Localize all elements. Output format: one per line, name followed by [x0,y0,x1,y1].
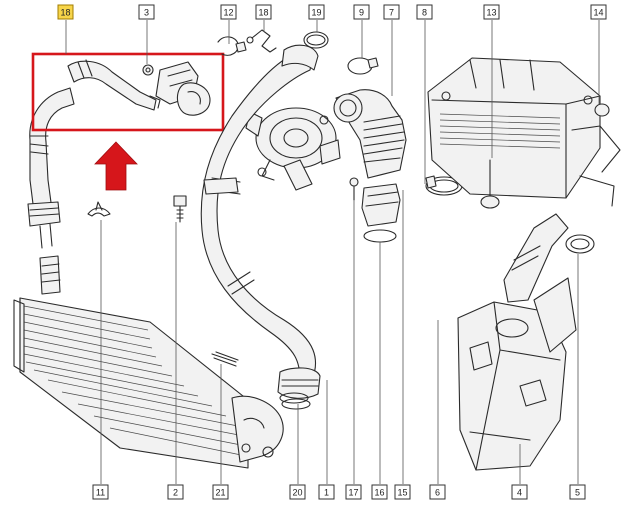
intercooler-inlet-hose-18 [27,59,211,295]
callout-6: 6 [429,484,446,500]
inlet-pipe-6 [503,213,577,353]
turbocharger [245,107,341,191]
highlight-frame [31,52,225,132]
callout-1: 1 [318,484,335,500]
callout-15: 15 [394,484,411,500]
svg-text:7: 7 [389,8,394,18]
spring-clip-18 [246,29,277,53]
svg-text:19: 19 [311,8,321,18]
svg-text:5: 5 [575,488,580,498]
svg-text:18: 18 [258,8,268,18]
clamp-12 [217,36,247,56]
air-filter-housing [427,57,621,207]
callout-5: 5 [569,484,586,500]
hose-clip [87,201,111,217]
up-arrow-icon [94,141,138,191]
svg-text:20: 20 [292,488,302,498]
callout-17: 17 [345,484,362,500]
leader-lines [65,20,600,484]
svg-text:14: 14 [593,8,603,18]
callout-14: 14 [590,4,607,20]
callout-19: 19 [308,4,325,20]
intercooler [13,297,284,469]
callout-21: 21 [212,484,229,500]
callout-20: 20 [289,484,306,500]
svg-text:4: 4 [517,488,522,498]
intake-resonator-4 [457,301,567,471]
callout-3: 3 [138,4,155,20]
svg-text:21: 21 [215,488,225,498]
callout-18-top: 18 [255,4,272,20]
callout-18-highlighted: 18 [57,4,74,20]
callout-9: 9 [353,4,370,20]
sensor-21 [211,351,239,367]
svg-text:9: 9 [359,8,364,18]
callout-13: 13 [483,4,500,20]
svg-text:3: 3 [144,8,149,18]
svg-text:15: 15 [397,488,407,498]
callout-7: 7 [383,4,400,20]
svg-text:12: 12 [223,8,233,18]
callout-4: 4 [511,484,528,500]
svg-text:2: 2 [173,488,178,498]
charge-air-tube-1 [200,44,321,410]
o-ring-20 [279,392,309,404]
callout-8: 8 [416,4,433,20]
svg-text:13: 13 [486,8,496,18]
bolt-17 [349,177,359,201]
callout-16: 16 [371,484,388,500]
svg-text:8: 8 [422,8,427,18]
callout-2: 2 [167,484,184,500]
adapter-pipe-16 [361,183,401,243]
rubber-mount-13 [480,159,500,209]
svg-text:16: 16 [374,488,384,498]
bolt-2 [173,195,187,223]
callout-11: 11 [92,484,109,500]
clamp-9 [347,57,379,75]
svg-text:11: 11 [96,488,105,498]
grommet-14 [594,103,610,117]
seal-5 [565,234,595,254]
callout-12: 12 [220,4,237,20]
svg-text:18: 18 [60,8,70,18]
svg-text:17: 17 [348,488,358,498]
seal-ring-19 [303,31,329,49]
svg-text:6: 6 [435,488,440,498]
svg-text:1: 1 [324,488,329,498]
air-intake-duct-7 [333,89,407,179]
